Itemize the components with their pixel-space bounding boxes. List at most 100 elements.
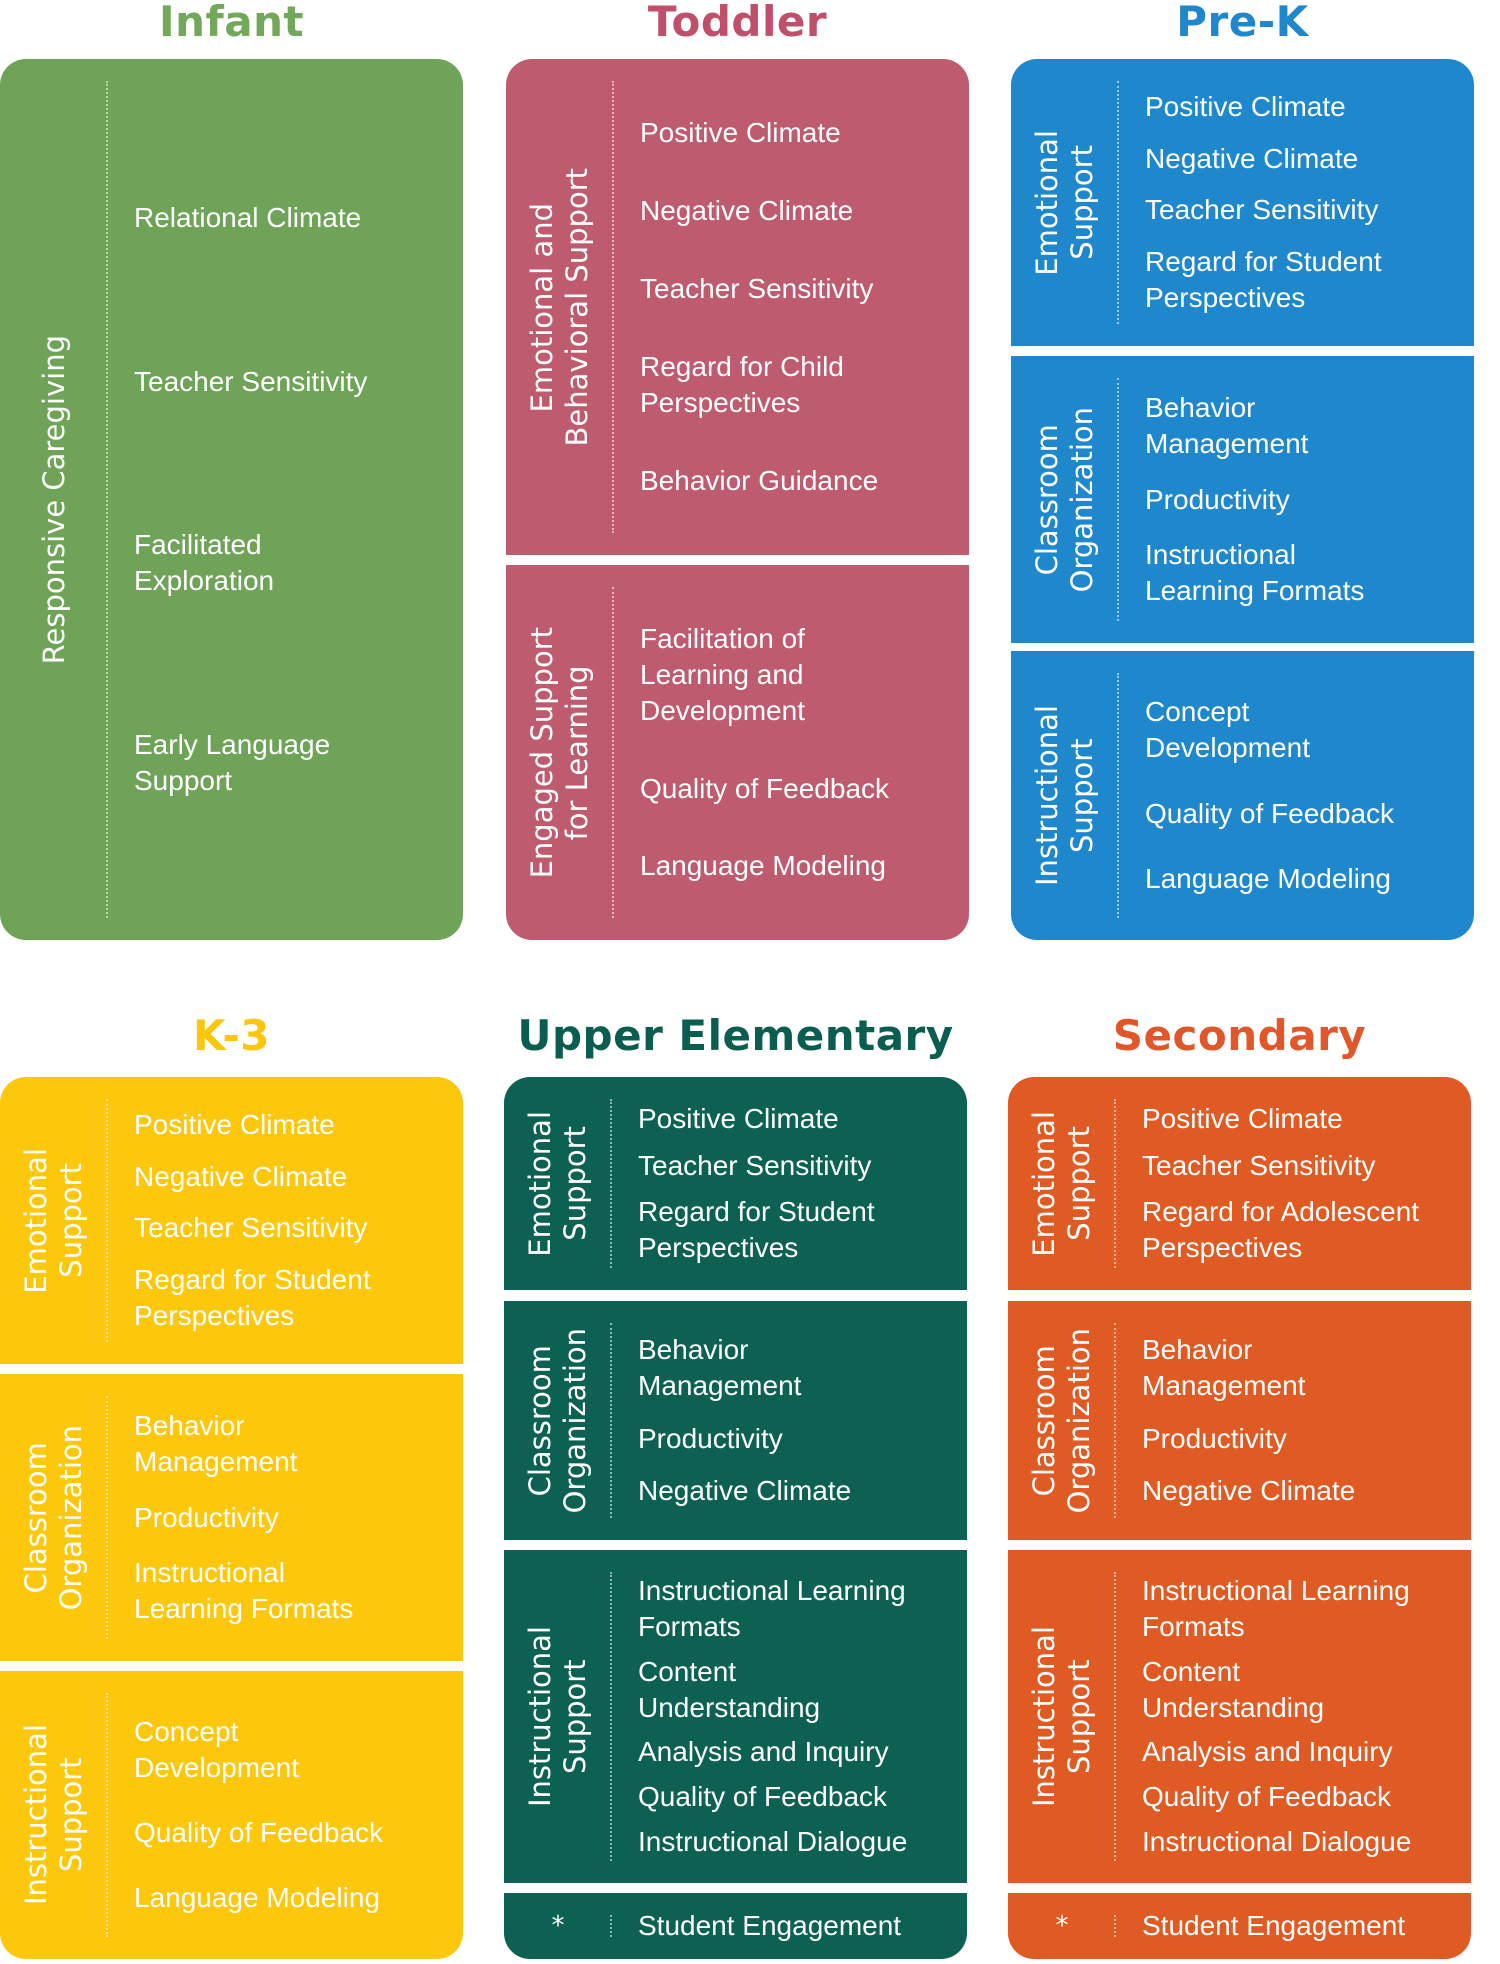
domain-label-column: Emotional and Behavioral Support: [506, 59, 614, 555]
domain-label-column: *: [1008, 1893, 1116, 1959]
dimension-item: Analysis and Inquiry: [1142, 1736, 1393, 1768]
domain-label: Classroom Organization: [1027, 1327, 1096, 1514]
domain-label-column: *: [504, 1893, 612, 1959]
domain-label-column: Instructional Support: [1008, 1550, 1116, 1883]
dimension-item: Teacher Sensitivity: [638, 1149, 872, 1181]
dimension-item: Content Understanding: [1142, 1655, 1325, 1723]
domain-label: Instructional Support: [19, 1724, 88, 1906]
dimension-item: Concept Development: [134, 1716, 299, 1783]
domain-label: Classroom Organization: [1030, 406, 1099, 593]
asterisk-marker: *: [551, 1910, 565, 1941]
dimension-item: Instructional Learning Formats: [638, 1574, 906, 1642]
domain-label-column: Instructional Support: [0, 1671, 108, 1959]
domain-section: Instructional Support Instructional Learn…: [1008, 1550, 1471, 1883]
dimension-item: Positive Climate: [638, 1103, 839, 1135]
dimension-item: Negative Climate: [638, 1475, 852, 1507]
dimension-item: Regard for Student Perspectives: [638, 1195, 875, 1263]
dimension-item: Negative Climate: [134, 1160, 348, 1192]
dimension-item: Regard for Student Perspectives: [134, 1264, 371, 1332]
domain-label: Classroom Organization: [523, 1327, 592, 1514]
dimension-item: Positive Climate: [640, 117, 841, 148]
dimension-item: Productivity: [638, 1422, 783, 1454]
dimension-item: Teacher Sensitivity: [1145, 194, 1379, 226]
dimension-item: Quality of Feedback: [638, 1781, 888, 1813]
domain-section: Instructional Support Concept Development…: [0, 1671, 463, 1959]
dimension-item: Negative Climate: [1142, 1475, 1356, 1507]
column-title-upper: Upper Elementary: [517, 1011, 954, 1060]
dimension-item: Student Engagement: [638, 1910, 902, 1941]
dimension-item: Regard for Child Perspectives: [640, 351, 844, 418]
domain-label: Classroom Organization: [19, 1424, 88, 1611]
column-title-infant: Infant: [158, 0, 305, 46]
dimension-item: Analysis and Inquiry: [638, 1736, 889, 1768]
domain-label: Instructional Support: [1030, 704, 1099, 887]
dimension-item: Quality of Feedback: [134, 1817, 384, 1848]
dimension-item: Regard for Student Perspectives: [1145, 246, 1382, 314]
column-title-prek: Pre-K: [1176, 0, 1309, 46]
dimension-item: Productivity: [1145, 483, 1290, 515]
dimension-item: Instructional Dialogue: [638, 1826, 908, 1858]
dimension-item: Instructional Dialogue: [1142, 1826, 1412, 1858]
dimension-list: Student Engagement: [1116, 1893, 1471, 1959]
domain-label-column: Classroom Organization: [0, 1374, 108, 1661]
domain-label-column: Responsive Caregiving: [0, 59, 108, 940]
dimension-item: Quality of Feedback: [1142, 1781, 1392, 1813]
domain-label: Responsive Caregiving: [36, 334, 71, 665]
domain-label: Engaged Support for Learning: [525, 626, 594, 879]
dimension-item: Facilitated Exploration: [134, 529, 275, 597]
domain-label-column: Classroom Organization: [1011, 356, 1119, 643]
dimension-item: Negative Climate: [640, 195, 854, 226]
dimension-item: Concept Development: [1145, 696, 1310, 764]
domain-label-column: Emotional Support: [0, 1077, 108, 1364]
dimension-item: Student Engagement: [1142, 1910, 1406, 1941]
dimension-item: Quality of Feedback: [1145, 797, 1395, 829]
domain-label: Emotional Support: [19, 1147, 88, 1294]
dimension-item: Language Modeling: [640, 850, 886, 882]
dimension-item: Language Modeling: [134, 1882, 380, 1913]
dimension-item: Teacher Sensitivity: [1142, 1149, 1376, 1181]
domain-label-column: Engaged Support for Learning: [506, 565, 614, 940]
dimension-item: Quality of Feedback: [640, 772, 890, 804]
dimension-item: Behavior Management: [1142, 1333, 1306, 1401]
domain-label: Emotional Support: [1030, 129, 1099, 276]
dimension-item: Positive Climate: [134, 1108, 335, 1140]
dimension-item: Teacher Sensitivity: [134, 1212, 368, 1244]
dimension-item: Behavior Management: [134, 1409, 298, 1477]
domain-label: Instructional Support: [1027, 1625, 1096, 1808]
domain-section: Classroom Organization Behavior Managemen…: [504, 1301, 967, 1540]
asterisk-marker: *: [1055, 1910, 1069, 1941]
dimension-item: Productivity: [1142, 1422, 1287, 1454]
domain-label-column: Instructional Support: [1011, 651, 1119, 940]
dimension-item: Behavior Management: [638, 1333, 802, 1401]
domain-label-column: Emotional Support: [1008, 1077, 1116, 1290]
domain-label-column: Instructional Support: [504, 1550, 612, 1883]
dimension-list: Student Engagement: [612, 1893, 967, 1959]
domain-label-column: Classroom Organization: [504, 1301, 612, 1540]
domain-section: Classroom Organization Behavior Managemen…: [0, 1374, 463, 1661]
dimension-item: Teacher Sensitivity: [134, 365, 368, 397]
dimension-item: Instructional Learning Formats: [134, 1557, 354, 1625]
domain-label-column: Emotional Support: [1011, 59, 1119, 346]
domain-section: Instructional Support Concept Development…: [1011, 651, 1474, 940]
dimension-item: Language Modeling: [1145, 862, 1391, 894]
dimension-item: Content Understanding: [638, 1655, 821, 1723]
